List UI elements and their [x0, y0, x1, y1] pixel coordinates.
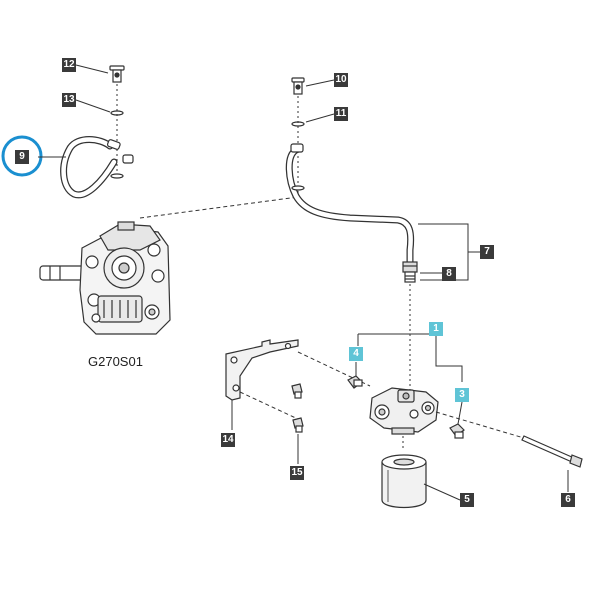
callout-3: 3 — [455, 388, 469, 402]
banjo-bolt-10 — [291, 77, 305, 95]
assembly-caption: G270S01 — [88, 354, 143, 369]
long-bolt-6 — [521, 435, 583, 468]
callout-1: 1 — [429, 322, 443, 336]
callout-4: 4 — [349, 347, 363, 361]
callout-15: 15 — [290, 466, 304, 480]
screw-15-upper — [291, 383, 303, 399]
callout-5: 5 — [460, 493, 474, 507]
callout-7: 7 — [480, 245, 494, 259]
filter-head — [369, 387, 439, 435]
banjo-bolt-12 — [109, 65, 125, 83]
bolt-4 — [347, 375, 363, 389]
fitting-8 — [402, 261, 418, 283]
callout-14: 14 — [221, 433, 235, 447]
callout-13: 13 — [62, 93, 76, 107]
pump-assembly — [39, 221, 171, 335]
filter-cartridge-5 — [381, 454, 427, 509]
washer-lower-right — [291, 185, 305, 191]
callout-8: 8 — [442, 267, 456, 281]
bolt-3 — [449, 423, 465, 439]
long-pipe-7 — [285, 143, 415, 266]
callout-11: 11 — [334, 107, 348, 121]
mounting-bracket-14 — [225, 339, 299, 401]
callout-12: 12 — [62, 58, 76, 72]
screw-15-lower — [292, 417, 304, 433]
washer-lower — [110, 173, 124, 179]
bent-pipe-9 — [60, 136, 134, 199]
callout-9: 9 — [15, 150, 29, 164]
highlight-circle — [1, 135, 43, 177]
callout-6: 6 — [561, 493, 575, 507]
callout-10: 10 — [334, 73, 348, 87]
